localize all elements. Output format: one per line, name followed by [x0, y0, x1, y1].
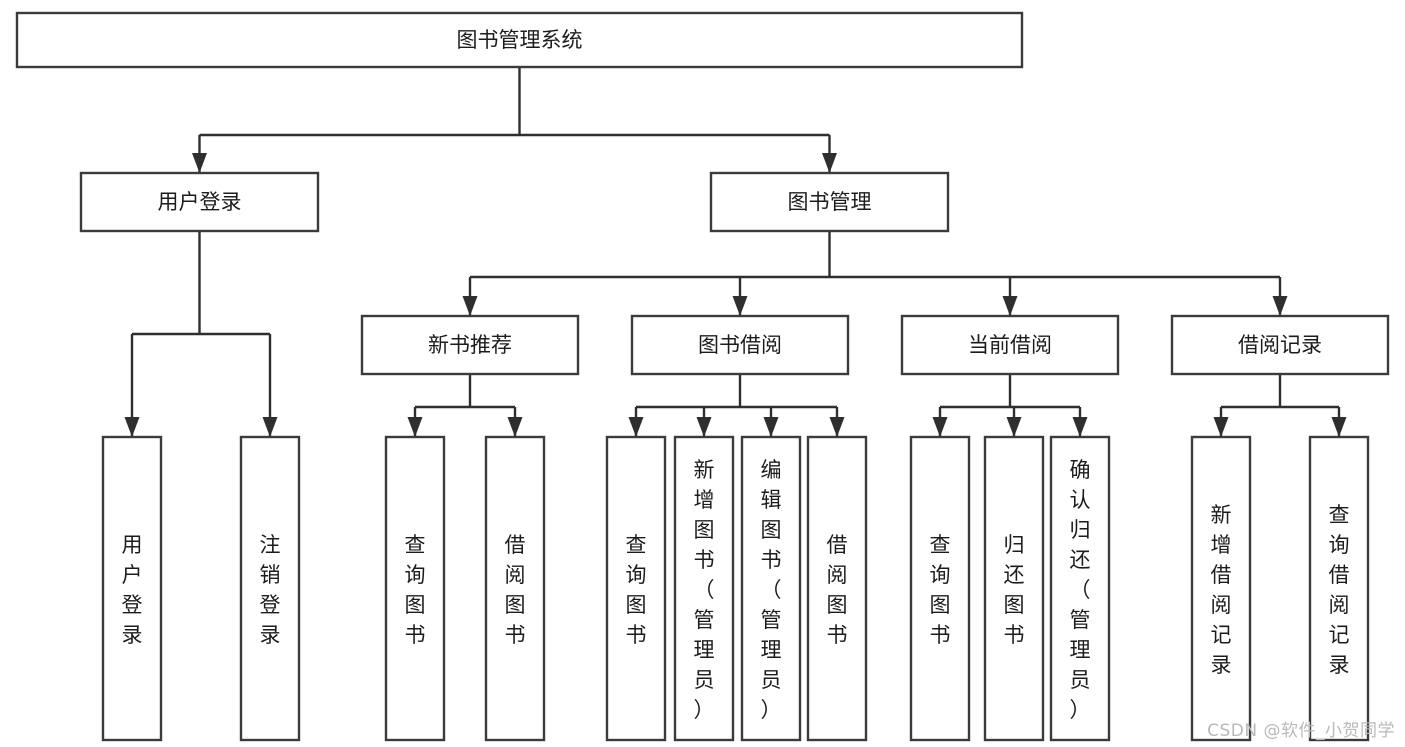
node-box[interactable]: [101, 435, 163, 742]
node-label: 查询图书: [405, 533, 426, 647]
node-leaf-query-book-cur[interactable]: 查询图书: [909, 435, 971, 742]
nodes-layer: 图书管理系统用户登录图书管理新书推荐图书借阅当前借阅借阅记录用户登录注销登录查询…: [15, 11, 1390, 742]
node-label: 查询借阅记录: [1329, 503, 1350, 677]
node-label: 查询图书: [930, 533, 951, 647]
arrow-head-icon: [1072, 417, 1088, 437]
arrow-head-icon: [1272, 296, 1288, 316]
arrow-head-icon: [1213, 417, 1229, 437]
node-box[interactable]: [239, 435, 301, 742]
node-leaf-edit-book[interactable]: 编辑图书（管理员）: [740, 435, 802, 742]
arrow-head-icon: [763, 417, 779, 437]
node-box[interactable]: [673, 435, 735, 742]
node-current-borrow[interactable]: 当前借阅: [900, 314, 1120, 376]
arrow-head-icon: [462, 296, 478, 316]
node-label: 用户登录: [158, 190, 242, 214]
node-box[interactable]: [806, 435, 868, 742]
node-label: 借阅图书: [827, 533, 848, 647]
arrow-head-icon: [822, 153, 837, 173]
node-leaf-query-book[interactable]: 查询图书: [605, 435, 667, 742]
node-leaf-user-login[interactable]: 用户登录: [101, 435, 163, 742]
node-leaf-logout[interactable]: 注销登录: [239, 435, 301, 742]
node-book-borrow[interactable]: 图书借阅: [630, 314, 850, 376]
node-label: 新增借阅记录: [1211, 503, 1232, 677]
node-label: 用户登录: [122, 533, 143, 647]
node-leaf-borrow-book[interactable]: 借阅图书: [806, 435, 868, 742]
node-leaf-query-record[interactable]: 查询借阅记录: [1308, 435, 1370, 742]
node-box[interactable]: [709, 171, 950, 233]
arrow-head-icon: [1006, 417, 1022, 437]
node-box[interactable]: [909, 435, 971, 742]
node-box[interactable]: [740, 435, 802, 742]
watermark-text: CSDN @软件_小贺同学: [1207, 721, 1395, 741]
node-leaf-confirm-return[interactable]: 确认归还（管理员）: [1049, 435, 1111, 742]
node-label: 编辑图书（管理员）: [761, 458, 782, 722]
node-leaf-borrow-book-rec[interactable]: 借阅图书: [484, 435, 546, 742]
arrow-head-icon: [262, 417, 278, 437]
node-box[interactable]: [1308, 435, 1370, 742]
node-label: 注销登录: [260, 533, 281, 647]
node-box[interactable]: [1170, 314, 1390, 376]
node-leaf-query-book-rec[interactable]: 查询图书: [384, 435, 446, 742]
node-box[interactable]: [605, 435, 667, 742]
node-box[interactable]: [484, 435, 546, 742]
node-label: 查询图书: [626, 533, 647, 647]
arrow-head-icon: [192, 153, 207, 173]
arrow-head-icon: [932, 417, 948, 437]
arrow-head-icon: [732, 296, 748, 316]
node-box[interactable]: [983, 435, 1045, 742]
node-label: 图书借阅: [698, 333, 782, 357]
node-label: 借阅图书: [505, 533, 526, 647]
node-leaf-add-record[interactable]: 新增借阅记录: [1190, 435, 1252, 742]
arrow-head-icon: [407, 417, 423, 437]
node-box[interactable]: [79, 171, 320, 233]
node-label: 当前借阅: [968, 333, 1052, 357]
node-root[interactable]: 图书管理系统: [15, 11, 1024, 69]
node-label: 图书管理: [788, 190, 872, 214]
node-borrow-record[interactable]: 借阅记录: [1170, 314, 1390, 376]
node-user-login[interactable]: 用户登录: [79, 171, 320, 233]
arrow-head-icon: [124, 417, 140, 437]
arrow-head-icon: [1331, 417, 1347, 437]
node-box[interactable]: [360, 314, 580, 376]
arrow-head-icon: [829, 417, 845, 437]
node-label: 归还图书: [1004, 533, 1025, 647]
node-box[interactable]: [1190, 435, 1252, 742]
node-book-manage[interactable]: 图书管理: [709, 171, 950, 233]
node-label: 新增图书（管理员）: [694, 458, 715, 722]
arrow-head-icon: [1002, 296, 1018, 316]
node-label: 借阅记录: [1238, 333, 1322, 357]
node-box[interactable]: [15, 11, 1024, 69]
arrow-head-icon: [507, 417, 523, 437]
node-leaf-add-book[interactable]: 新增图书（管理员）: [673, 435, 735, 742]
node-label: 确认归还（管理员）: [1070, 458, 1091, 722]
node-new-book-recommend[interactable]: 新书推荐: [360, 314, 580, 376]
node-box[interactable]: [630, 314, 850, 376]
node-box[interactable]: [384, 435, 446, 742]
arrow-head-icon: [696, 417, 712, 437]
node-box[interactable]: [900, 314, 1120, 376]
node-leaf-return-book[interactable]: 归还图书: [983, 435, 1045, 742]
node-box[interactable]: [1049, 435, 1111, 742]
node-label: 新书推荐: [428, 333, 512, 357]
arrow-head-icon: [628, 417, 644, 437]
edges-layer: [124, 67, 1347, 437]
node-label: 图书管理系统: [457, 28, 583, 52]
